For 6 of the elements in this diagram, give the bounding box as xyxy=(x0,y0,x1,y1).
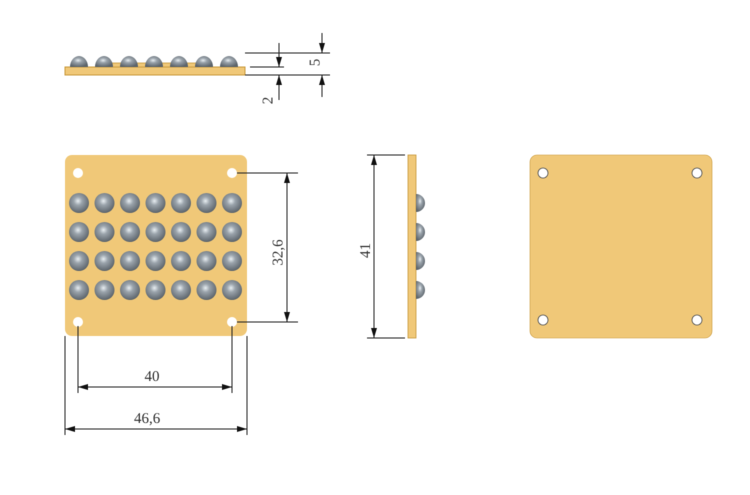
dimension-value: 41 xyxy=(358,242,374,258)
dimension-value: 46,6 xyxy=(134,412,160,426)
dimension-value: 2 xyxy=(261,96,276,104)
dimension-value: 5 xyxy=(308,58,324,66)
dimension-value: 32,6 xyxy=(272,238,287,266)
dimension-value: 40 xyxy=(144,370,160,384)
